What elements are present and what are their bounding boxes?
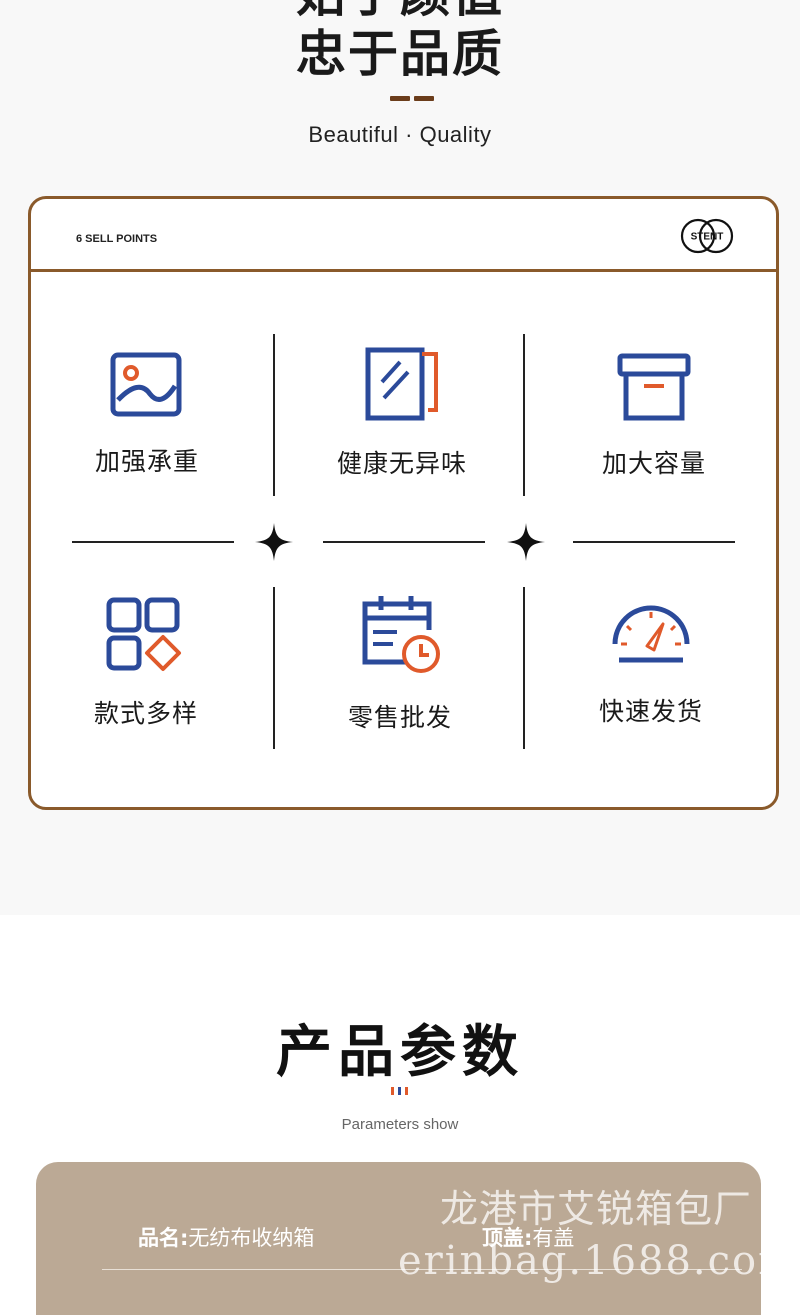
glass-panel-icon xyxy=(365,347,438,421)
feature-various-styles: 款式多样 xyxy=(46,596,246,730)
logo-text: STENT xyxy=(691,232,724,243)
parameters-title: 产品参数 xyxy=(276,1020,524,1085)
feature-label: 零售批发 xyxy=(347,703,452,732)
watermark-site: erinbag.1688.com xyxy=(398,1238,799,1284)
watermark-company: 龙港市艾锐箱包厂 xyxy=(440,1187,753,1231)
divider-horizontal xyxy=(573,541,735,543)
quality-section: 始于颜值 忠于品质 Beautiful · Quality 6 SELL POI… xyxy=(0,0,800,810)
divider-horizontal xyxy=(323,541,485,543)
page-subtitle: Beautiful · Quality xyxy=(308,122,492,147)
card-header: 6 SELL POINTS STENT xyxy=(31,199,776,272)
param-divider xyxy=(102,1269,742,1270)
parameters-section: 产品参数 Parameters show 品名:无纺布收纳箱 顶盖:有盖 xyxy=(0,915,800,1315)
sparkle-icon xyxy=(507,523,545,561)
grid-shapes-icon xyxy=(106,597,181,671)
stent-logo-icon: STENT xyxy=(680,218,734,254)
feature-odorless: 健康无异味 xyxy=(302,346,502,480)
page-title: 忠于品质 xyxy=(296,25,504,83)
divider-vertical xyxy=(523,587,525,749)
sell-points-label: 6 SELL POINTS xyxy=(76,233,158,245)
title-bars-mark xyxy=(391,1087,411,1095)
feature-load-bearing: 加强承重 xyxy=(47,350,247,478)
cut-off-heading: 始于颜值 xyxy=(0,0,800,26)
divider-vertical xyxy=(273,587,275,749)
divider-horizontal xyxy=(72,541,234,543)
param-key: 品名: xyxy=(138,1226,189,1250)
calendar-clock-icon xyxy=(362,596,440,673)
param-row-name: 品名:无纺布收纳箱 xyxy=(138,1222,314,1252)
feature-retail-wholesale: 零售批发 xyxy=(300,592,500,734)
feature-label: 加强承重 xyxy=(94,447,199,476)
title-dash-mark xyxy=(390,96,436,101)
divider-vertical xyxy=(273,334,275,496)
sparkle-icon xyxy=(255,523,293,561)
storage-box-icon xyxy=(617,353,691,421)
feature-label: 款式多样 xyxy=(93,699,198,728)
sell-points-card: 6 SELL POINTS STENT xyxy=(28,196,779,810)
param-value: 无纺布收纳箱 xyxy=(188,1226,315,1250)
param-value: 有盖 xyxy=(532,1226,575,1250)
parameters-panel: 品名:无纺布收纳箱 顶盖:有盖 xyxy=(36,1162,761,1315)
feature-label: 加大容量 xyxy=(601,449,706,478)
feature-large-capacity: 加大容量 xyxy=(554,350,754,480)
image-icon xyxy=(110,352,182,417)
parameters-subtitle: Parameters show xyxy=(341,1116,459,1133)
param-key: 顶盖: xyxy=(482,1226,533,1250)
feature-label: 快速发货 xyxy=(598,697,703,726)
feature-label: 健康无异味 xyxy=(336,449,467,478)
feature-fast-delivery: 快速发货 xyxy=(551,600,751,728)
param-row-lid: 顶盖:有盖 xyxy=(482,1222,574,1252)
divider-vertical xyxy=(523,334,525,496)
speedometer-icon xyxy=(612,605,690,663)
